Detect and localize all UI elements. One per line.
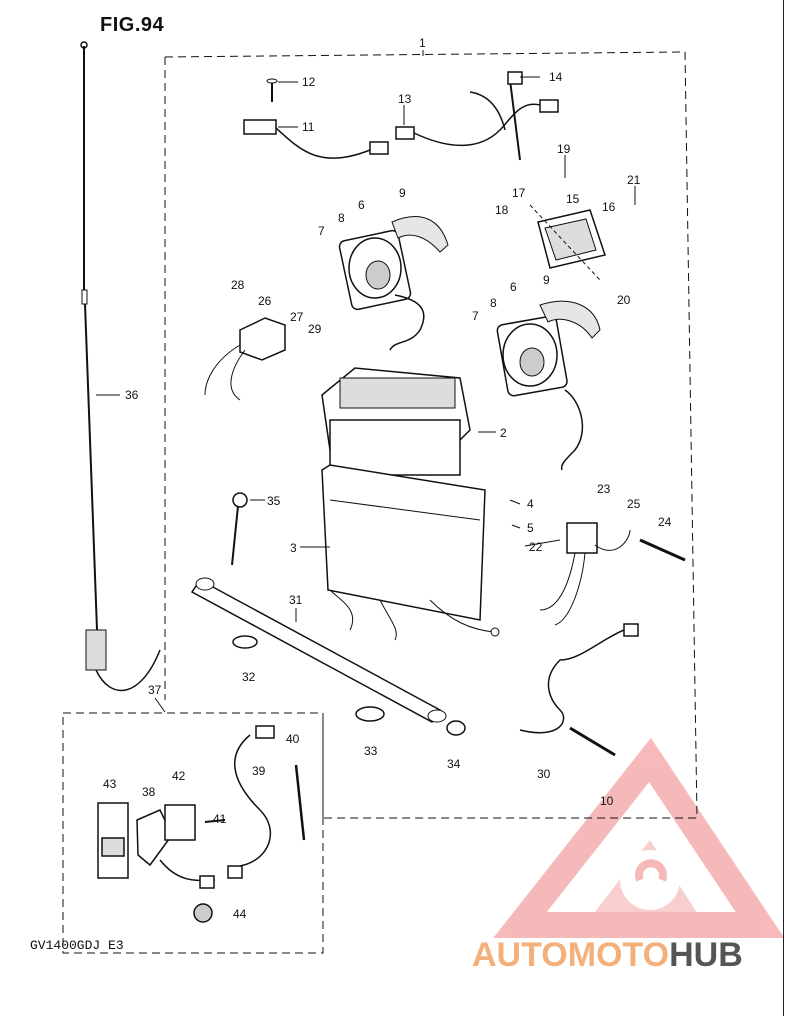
control-module-15 — [529, 204, 606, 281]
watermark-part-1: AUTO — [472, 936, 568, 974]
unit-26 — [204, 317, 286, 401]
callout-label: 7 — [472, 309, 479, 323]
leader-lines — [96, 50, 636, 713]
speaker-grill-lower — [539, 300, 601, 339]
bolt-24 — [639, 538, 686, 562]
callout-label: 1 — [419, 36, 426, 50]
screw-12 — [266, 78, 278, 102]
wiring-harness-11-13 — [243, 71, 559, 161]
grommet-33 — [355, 706, 385, 722]
callout-label: 24 — [658, 515, 672, 529]
assembly-1-boundary — [164, 51, 698, 819]
callout-label: 14 — [549, 70, 563, 84]
callout-label: 16 — [602, 200, 616, 214]
callout-label: 27 — [290, 310, 304, 324]
callout-label: 4 — [527, 497, 534, 511]
callout-label: 17 — [512, 186, 526, 200]
callout-label: 13 — [398, 92, 412, 106]
watermark-part-2: MOTO — [568, 936, 669, 974]
callout-label: 3 — [290, 541, 297, 555]
callout-label: 34 — [447, 757, 461, 771]
callout-label: 37 — [148, 683, 162, 697]
callout-label: 9 — [399, 186, 406, 200]
callout-label: 38 — [142, 785, 156, 799]
callout-label: 20 — [617, 293, 631, 307]
callout-label: 41 — [213, 812, 227, 826]
cap-34 — [446, 720, 466, 736]
antenna — [80, 41, 161, 692]
mounting-bar-31 — [190, 577, 447, 723]
callout-labels: 1 2 3 4 5 6 6 7 7 8 8 9 9 10 11 12 13 14… — [103, 36, 672, 921]
callout-label: 36 — [125, 388, 139, 402]
callout-label: 26 — [258, 294, 272, 308]
grommet-32 — [232, 635, 258, 649]
callout-label: 40 — [286, 732, 300, 746]
callout-label: 2 — [500, 426, 507, 440]
callout-label: 7 — [318, 224, 325, 238]
callout-label: 22 — [529, 540, 543, 554]
callout-label: 6 — [358, 198, 365, 212]
callout-label: 39 — [252, 764, 266, 778]
callout-label: 8 — [338, 211, 345, 225]
watermark-logo — [493, 737, 785, 938]
callout-label: 29 — [308, 322, 322, 336]
callout-label: 6 — [510, 280, 517, 294]
svg-text:AUTOMOTOHUB: AUTOMOTOHUB — [472, 936, 743, 974]
speaker-grill-upper — [391, 216, 449, 253]
callout-label: 43 — [103, 777, 117, 791]
radio-unit — [321, 367, 471, 476]
callout-label: 21 — [627, 173, 641, 187]
page-edge — [783, 0, 784, 1016]
callout-label: 12 — [302, 75, 316, 89]
sub-assembly-37 — [97, 725, 306, 923]
callout-label: 23 — [597, 482, 611, 496]
callout-label: 25 — [627, 497, 641, 511]
figure-title: FIG.94 — [100, 14, 165, 36]
callout-label: 35 — [267, 494, 281, 508]
callout-label: 32 — [242, 670, 256, 684]
assembly-37-boundary — [62, 712, 324, 954]
callout-label: 18 — [495, 203, 509, 217]
callout-label: 11 — [302, 120, 315, 134]
model-code: GV1400GDJ E3 — [30, 938, 124, 953]
callout-label: 28 — [231, 278, 245, 292]
callout-label: 42 — [172, 769, 186, 783]
watermark-text: AUTOMOTOHUB — [472, 936, 743, 974]
callout-label: 5 — [527, 521, 534, 535]
speaker-upper — [338, 229, 425, 351]
callout-label: 10 — [600, 794, 614, 808]
callout-label: 19 — [557, 142, 571, 156]
relay-22 — [539, 522, 631, 626]
callout-label: 8 — [490, 296, 497, 310]
callout-label: 44 — [233, 907, 247, 921]
radio-box — [321, 464, 500, 641]
watermark-part-3: HUB — [669, 936, 743, 974]
callout-label: 31 — [289, 593, 303, 607]
callout-label: 9 — [543, 273, 550, 287]
callout-label: 33 — [364, 744, 378, 758]
callout-label: 15 — [566, 192, 580, 206]
harness-30 — [519, 623, 639, 757]
clamp-35 — [231, 492, 248, 566]
speaker-lower — [496, 315, 584, 471]
callout-label: 30 — [537, 767, 551, 781]
